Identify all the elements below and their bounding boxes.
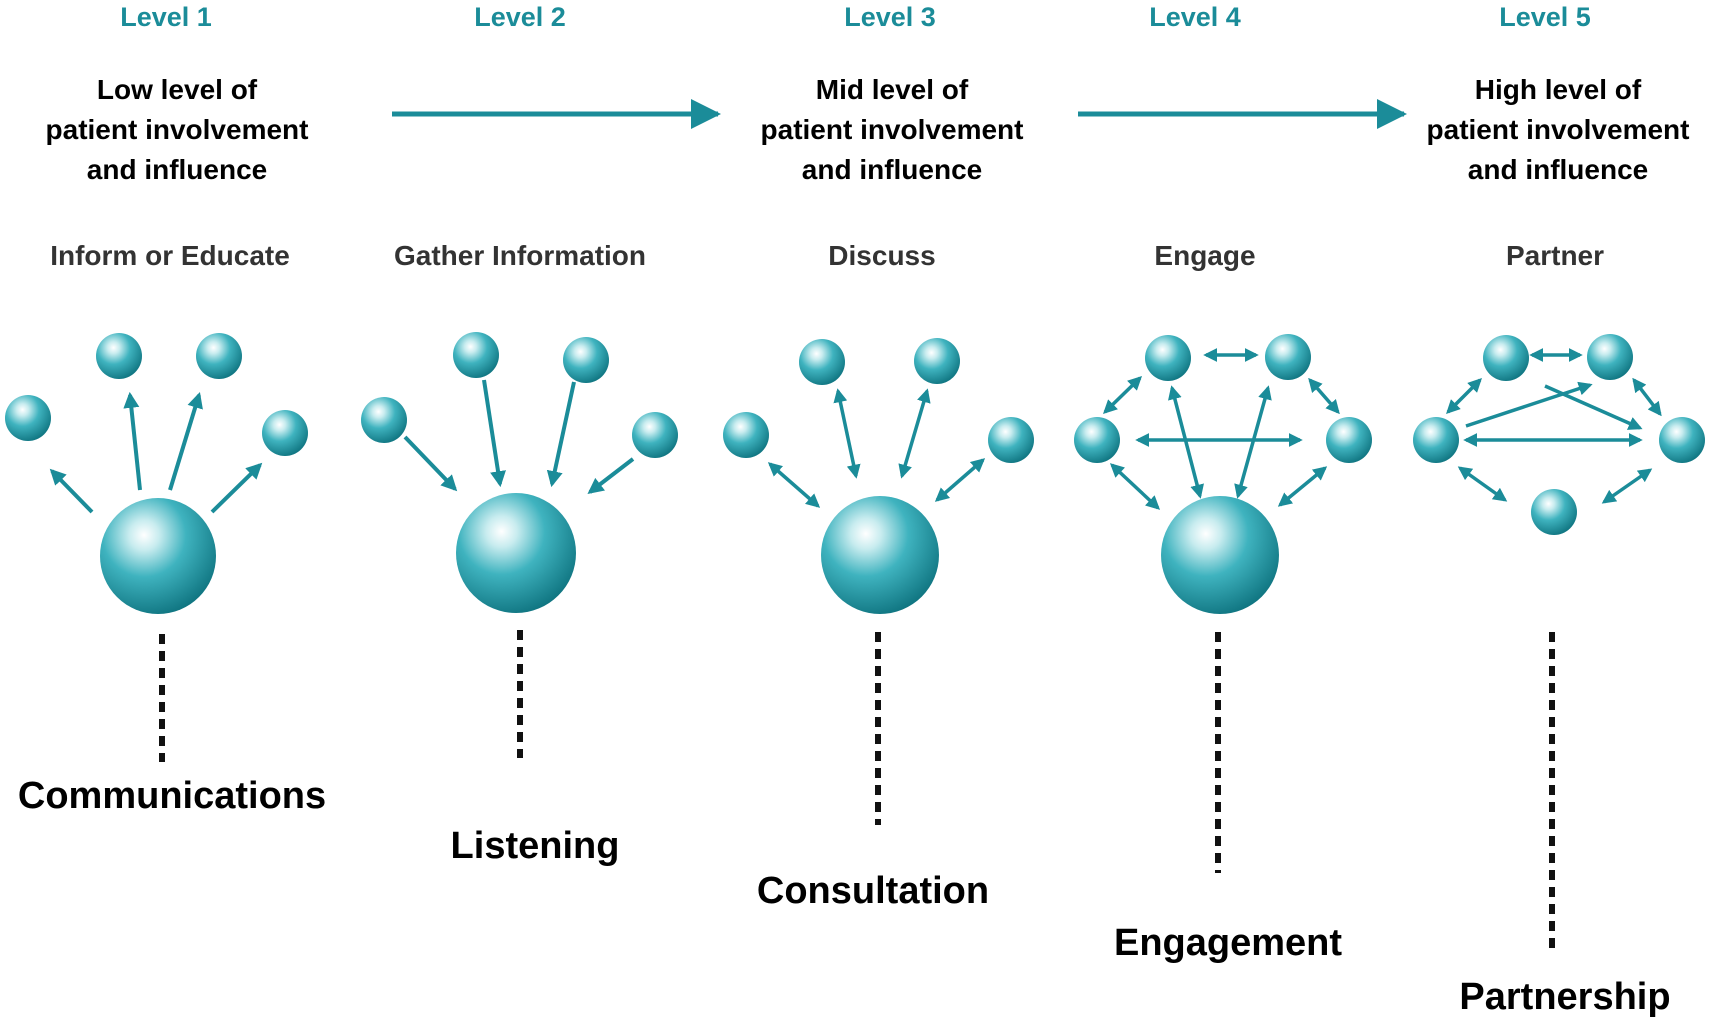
- description-line: and influence: [86, 154, 268, 185]
- level-4-diagram: [1074, 334, 1372, 873]
- small-sphere: [1265, 334, 1311, 380]
- small-sphere: [1531, 489, 1577, 535]
- level-1-diagram: [5, 333, 308, 762]
- level-1-label: Level 1: [120, 2, 212, 32]
- outcome-consultation: Consultation: [756, 870, 990, 912]
- large-sphere: [100, 498, 216, 614]
- small-sphere: [1326, 417, 1372, 463]
- small-sphere: [1145, 335, 1191, 381]
- low-involvement-description: Low level of patient involvement and inf…: [12, 70, 342, 190]
- level-3-diagram: [723, 338, 1034, 825]
- description-line: patient involvement: [1426, 114, 1690, 145]
- small-sphere: [723, 412, 769, 458]
- small-sphere: [1483, 335, 1529, 381]
- stage-discuss: Discuss: [828, 240, 936, 271]
- level-2-diagram: [361, 332, 678, 758]
- description-line: and influence: [1467, 154, 1649, 185]
- small-sphere: [563, 337, 609, 383]
- description-line: Mid level of: [815, 74, 969, 105]
- description-line: High level of: [1474, 74, 1642, 105]
- mid-involvement-description: Mid level of patient involvement and inf…: [727, 70, 1057, 190]
- outcome-listening: Listening: [450, 825, 620, 867]
- small-sphere: [914, 338, 960, 384]
- small-sphere: [5, 395, 51, 441]
- level-5-diagram: [1413, 334, 1705, 950]
- stage-inform-or-educate: Inform or Educate: [50, 240, 290, 271]
- small-sphere: [96, 333, 142, 379]
- high-involvement-description: High level of patient involvement and in…: [1393, 70, 1709, 190]
- small-sphere: [453, 332, 499, 378]
- large-sphere: [1161, 496, 1279, 614]
- stage-partner: Partner: [1505, 240, 1605, 271]
- small-sphere: [1074, 417, 1120, 463]
- stage-engage: Engage: [1154, 240, 1256, 271]
- large-sphere: [821, 496, 939, 614]
- small-sphere: [196, 333, 242, 379]
- small-sphere: [1587, 334, 1633, 380]
- small-sphere: [1659, 417, 1705, 463]
- small-sphere: [632, 412, 678, 458]
- outcome-engagement: Engagement: [1113, 922, 1343, 964]
- level-5-label: Level 5: [1499, 2, 1591, 32]
- small-sphere: [361, 397, 407, 443]
- stage-gather-information: Gather Information: [393, 240, 646, 271]
- small-sphere: [1413, 417, 1459, 463]
- level-3-label: Level 3: [844, 2, 936, 32]
- description-line: patient involvement: [45, 114, 309, 145]
- description-line: Low level of: [96, 74, 258, 105]
- small-sphere: [262, 410, 308, 456]
- description-line: and influence: [801, 154, 983, 185]
- description-line: patient involvement: [760, 114, 1024, 145]
- small-sphere: [799, 339, 845, 385]
- outcome-partnership: Partnership: [1459, 976, 1671, 1018]
- level-4-label: Level 4: [1149, 2, 1241, 32]
- small-sphere: [988, 417, 1034, 463]
- outcome-communications: Communications: [17, 775, 327, 817]
- large-sphere: [456, 493, 576, 613]
- level-2-label: Level 2: [474, 2, 566, 32]
